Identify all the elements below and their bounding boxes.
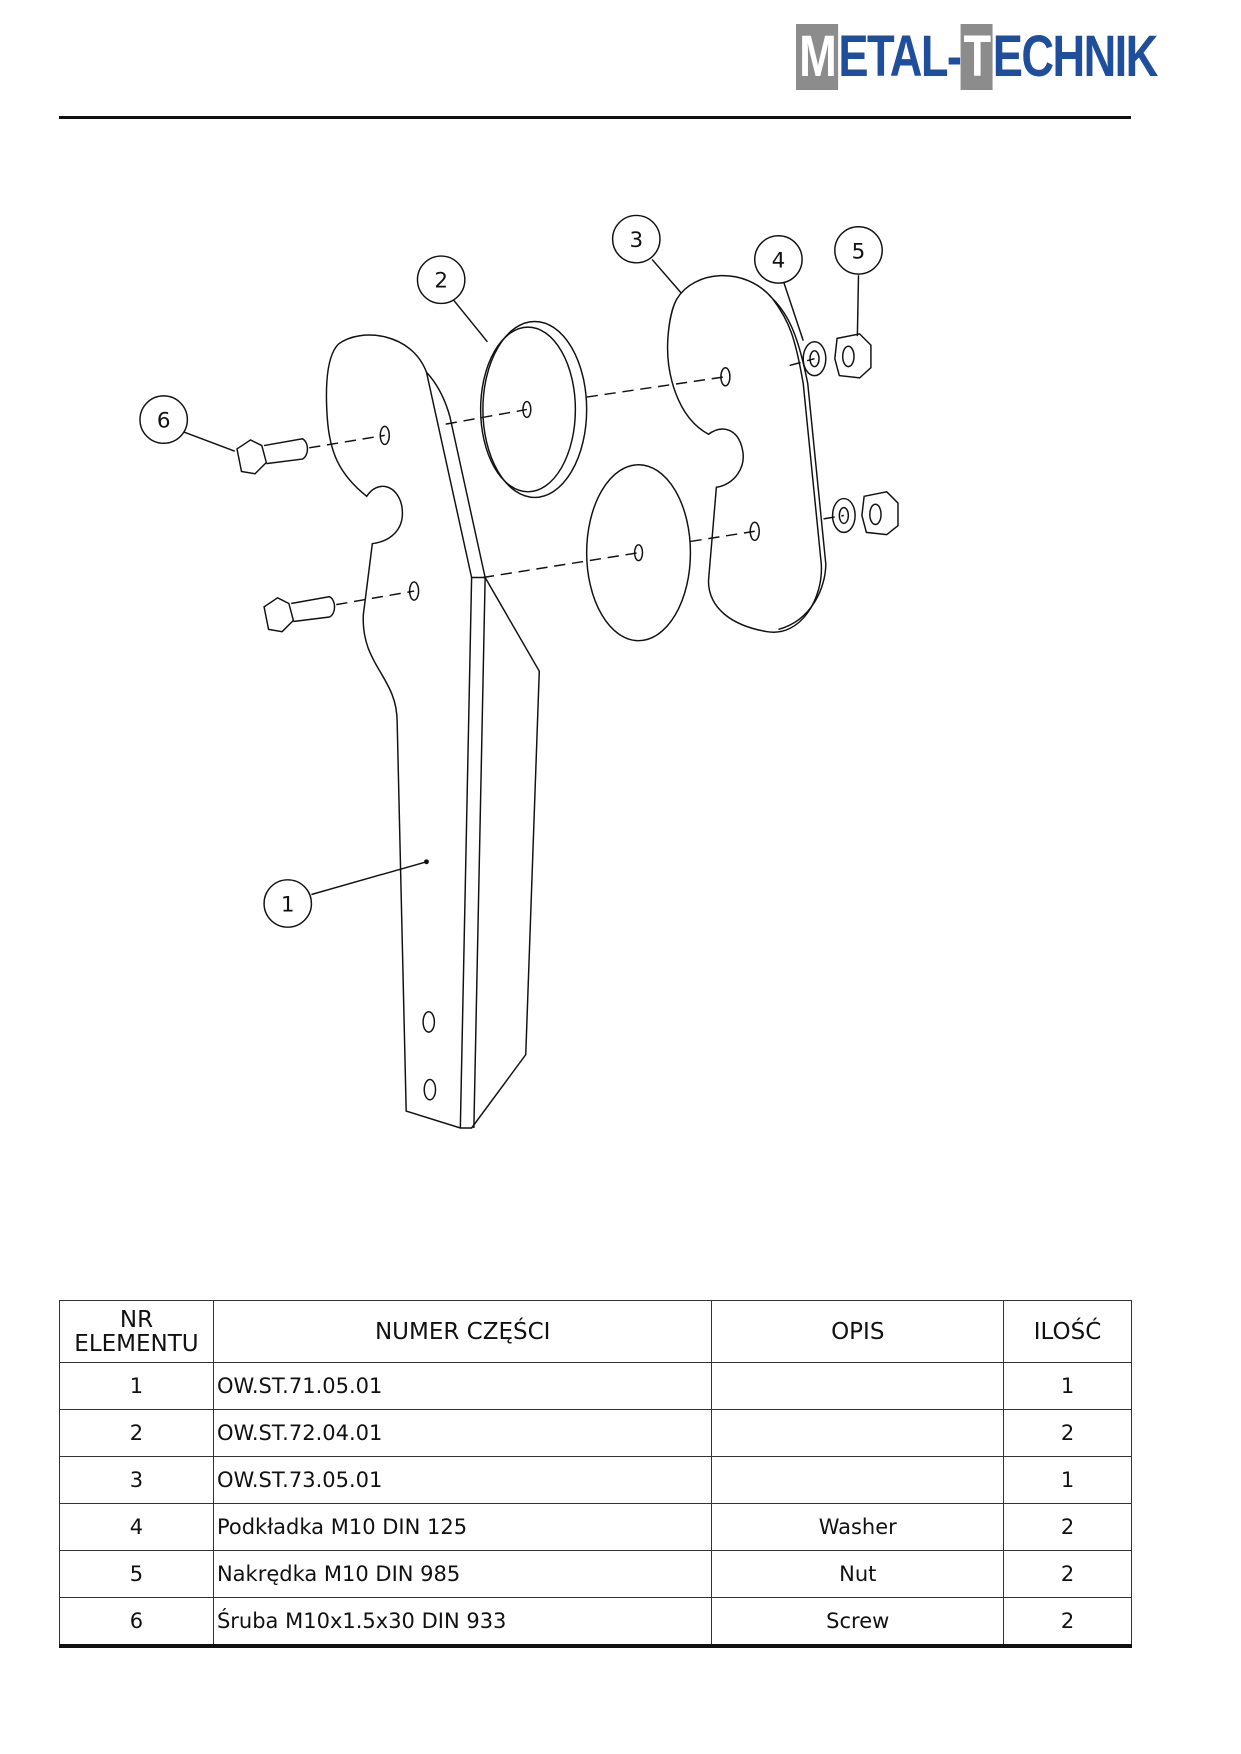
cell-qty: 2 bbox=[1003, 1550, 1132, 1598]
cell-desc bbox=[711, 1409, 1005, 1457]
balloon-1: 1 bbox=[263, 879, 313, 928]
assembly-axis-lines bbox=[309, 357, 844, 606]
cell-part: Śruba M10x1.5x30 DIN 933 bbox=[212, 1597, 713, 1648]
header-divider bbox=[59, 116, 1131, 119]
balloon-2: 2 bbox=[416, 255, 466, 305]
cell-qty: 1 bbox=[1003, 1362, 1132, 1410]
table-row: 3 OW.ST.73.05.01 1 bbox=[59, 1456, 1132, 1504]
nut-part-5 bbox=[834, 333, 899, 536]
cell-qty: 2 bbox=[1003, 1409, 1132, 1457]
balloon-6: 6 bbox=[139, 395, 189, 445]
header-part-number: NUMER CZĘŚCI bbox=[212, 1300, 713, 1363]
bolt-part-6 bbox=[236, 438, 336, 633]
balloon-label: 5 bbox=[852, 239, 866, 264]
cell-qty: 2 bbox=[1003, 1503, 1132, 1551]
balloon-label: 3 bbox=[629, 228, 643, 253]
table-row: 5 Nakrędka M10 DIN 985 Nut 2 bbox=[59, 1550, 1132, 1598]
logo-text-part: ETAL- bbox=[838, 24, 962, 89]
cell-desc: Screw bbox=[711, 1597, 1005, 1648]
cell-nr: 5 bbox=[59, 1550, 214, 1598]
logo-letter-t: T bbox=[960, 24, 993, 90]
balloon-5: 5 bbox=[834, 225, 883, 275]
balloon-label: 4 bbox=[772, 248, 786, 273]
cell-nr: 6 bbox=[59, 1597, 214, 1648]
header-nr-line2: ELEMENTU bbox=[74, 1330, 199, 1357]
cell-part: OW.ST.73.05.01 bbox=[212, 1456, 713, 1504]
bracket-part-1 bbox=[325, 334, 541, 1129]
balloon-label: 2 bbox=[434, 269, 448, 294]
cell-part: Nakrędka M10 DIN 985 bbox=[212, 1550, 713, 1598]
plate-part-3 bbox=[666, 274, 827, 633]
header-nr-line1: NR bbox=[119, 1306, 154, 1333]
table-row: 2 OW.ST.72.04.01 2 bbox=[59, 1409, 1132, 1457]
cell-desc bbox=[711, 1362, 1005, 1410]
header-description: OPIS bbox=[711, 1300, 1005, 1363]
cell-desc bbox=[711, 1456, 1005, 1504]
cell-desc: Nut bbox=[711, 1550, 1005, 1598]
logo-letter-m: M bbox=[796, 24, 839, 90]
cell-nr: 4 bbox=[59, 1503, 214, 1551]
table-row: 4 Podkładka M10 DIN 125 Washer 2 bbox=[59, 1503, 1132, 1551]
cell-qty: 1 bbox=[1003, 1456, 1132, 1504]
balloon-3: 3 bbox=[611, 214, 661, 264]
cell-part: OW.ST.72.04.01 bbox=[212, 1409, 713, 1457]
table-row: 1 OW.ST.71.05.01 1 bbox=[59, 1362, 1132, 1410]
cell-nr: 3 bbox=[59, 1456, 214, 1504]
cell-part: OW.ST.71.05.01 bbox=[212, 1362, 713, 1410]
washer-part-4 bbox=[802, 341, 856, 534]
header-quantity: ILOŚĆ bbox=[1003, 1300, 1132, 1363]
cell-nr: 2 bbox=[59, 1409, 214, 1457]
cell-nr: 1 bbox=[59, 1362, 214, 1410]
balloon-label: 6 bbox=[157, 409, 171, 434]
balloon-4: 4 bbox=[753, 235, 803, 284]
table-row: 6 Śruba M10x1.5x30 DIN 933 Screw 2 bbox=[59, 1597, 1132, 1648]
disc-part-2 bbox=[479, 320, 692, 642]
logo-text-part: ECHNIK bbox=[992, 24, 1159, 89]
cell-qty: 2 bbox=[1003, 1597, 1132, 1648]
leader-lines bbox=[183, 258, 860, 896]
cell-part: Podkładka M10 DIN 125 bbox=[212, 1503, 713, 1551]
cell-desc: Washer bbox=[711, 1503, 1005, 1551]
balloon-label: 1 bbox=[281, 892, 295, 917]
